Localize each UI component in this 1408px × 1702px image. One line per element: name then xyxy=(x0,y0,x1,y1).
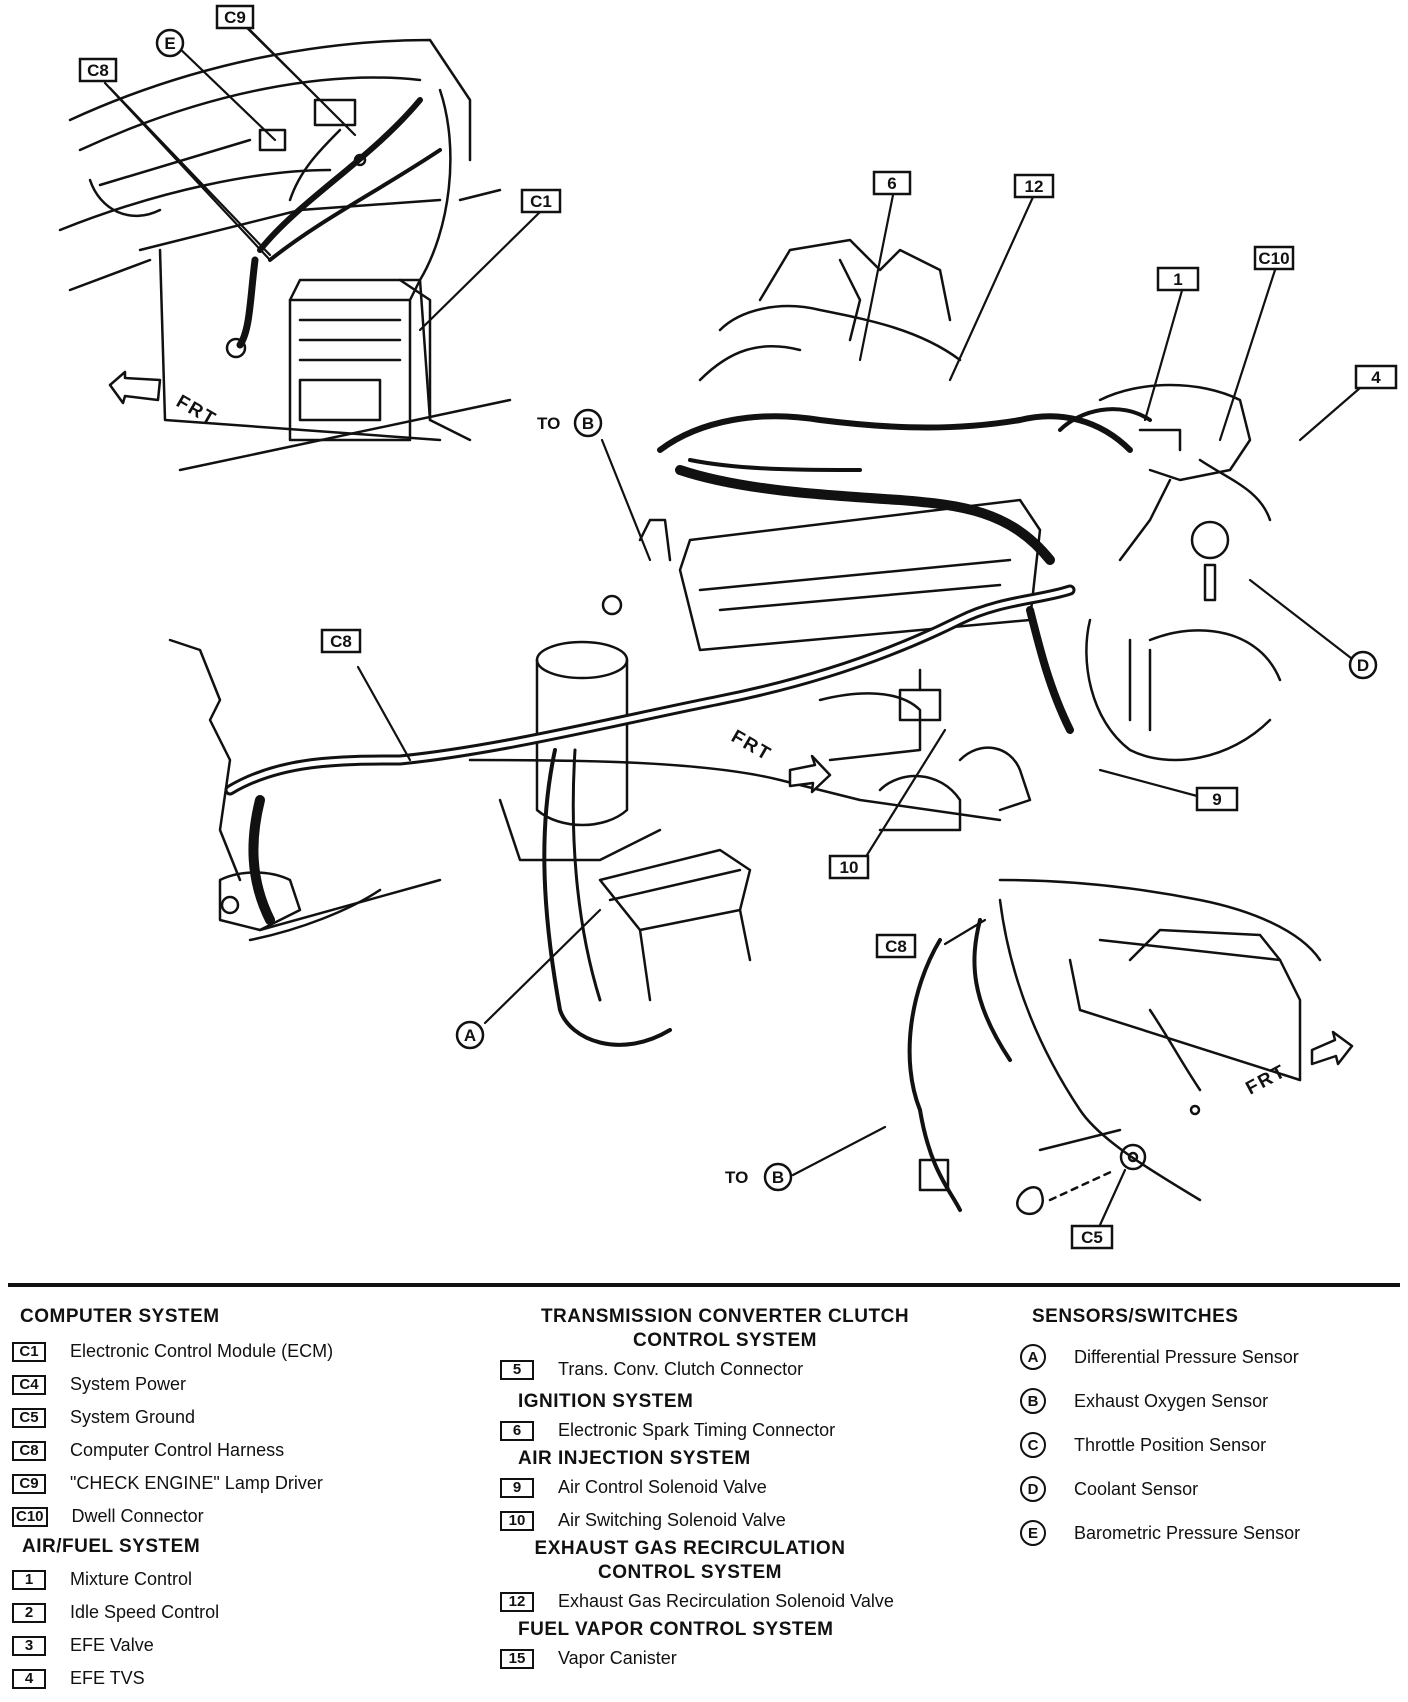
exhaust-inset-drawing xyxy=(907,878,1322,1216)
heading-sensors-switches: SENSORS/SWITCHES xyxy=(1032,1306,1239,1327)
heading-egr-system: EXHAUST GAS RECIRCULATION CONTROL SYSTEM xyxy=(534,1538,846,1583)
legend-divider xyxy=(8,1283,1400,1287)
svg-text:D: D xyxy=(1357,656,1369,675)
callout-c8-lower: C8 xyxy=(875,933,917,959)
svg-text:C8: C8 xyxy=(885,937,907,956)
legend-item-c9: C9"CHECK ENGINE" Lamp Driver xyxy=(12,1467,482,1500)
svg-text:A: A xyxy=(464,1026,476,1045)
callout-12: 12 xyxy=(1013,173,1055,199)
svg-text:B: B xyxy=(582,414,594,433)
callout-6: 6 xyxy=(872,170,912,196)
frt-arrow-icon xyxy=(788,754,832,794)
callout-to-b-lower: TO B xyxy=(725,1162,793,1192)
callout-4: 4 xyxy=(1354,364,1398,390)
ecm-inset-drawing xyxy=(58,38,512,472)
svg-text:C10: C10 xyxy=(1258,249,1289,268)
svg-text:B: B xyxy=(772,1168,784,1187)
frt-arrow-icon xyxy=(108,370,162,405)
callout-a: A xyxy=(455,1020,485,1050)
engine-wiring-diagram: C9 E C8 C1 6 12 1 C10 xyxy=(58,4,1398,1250)
svg-text:C5: C5 xyxy=(1081,1228,1103,1247)
svg-text:C1: C1 xyxy=(530,192,552,211)
svg-text:1: 1 xyxy=(1173,270,1182,289)
svg-text:4: 4 xyxy=(1371,368,1381,387)
callout-d: D xyxy=(1348,650,1378,680)
svg-text:TO: TO xyxy=(725,1168,748,1187)
heading-computer-system: COMPUTER SYSTEM xyxy=(20,1306,220,1327)
callout-c9: C9 xyxy=(215,4,255,30)
callout-to-b-upper: TO B xyxy=(537,408,603,438)
heading-fuel-vapor-system: FUEL VAPOR CONTROL SYSTEM xyxy=(518,1619,834,1640)
svg-text:9: 9 xyxy=(1212,790,1221,809)
frt-label: FRT xyxy=(173,391,221,431)
callout-c1: C1 xyxy=(520,188,562,214)
callout-10: 10 xyxy=(828,854,870,880)
frt-label: FRT xyxy=(728,726,776,766)
heading-air-fuel-system: AIR/FUEL SYSTEM xyxy=(22,1536,201,1557)
engine-drawing xyxy=(168,238,1282,1047)
svg-text:C9: C9 xyxy=(224,8,246,27)
callout-c10: C10 xyxy=(1253,245,1295,271)
callout-c5: C5 xyxy=(1070,1224,1114,1250)
svg-text:10: 10 xyxy=(840,858,859,877)
leader-lines xyxy=(103,22,1362,1227)
callout-c8-top: C8 xyxy=(78,57,118,83)
svg-text:TO: TO xyxy=(537,414,560,433)
heading-tcc-system: TRANSMISSION CONVERTER CLUTCH CONTROL SY… xyxy=(540,1306,910,1351)
callout-9: 9 xyxy=(1195,786,1239,812)
legend-column-middle: TRANSMISSION CONVERTER CLUTCH CONTROL SY… xyxy=(500,1305,1020,1675)
heading-ignition-system: IGNITION SYSTEM xyxy=(518,1391,694,1412)
svg-text:12: 12 xyxy=(1025,177,1044,196)
callout-e: E xyxy=(155,28,185,58)
callouts: C9 E C8 C1 6 12 1 C10 xyxy=(78,4,1398,1250)
svg-text:C8: C8 xyxy=(87,61,109,80)
svg-text:6: 6 xyxy=(887,174,896,193)
svg-text:E: E xyxy=(164,34,175,53)
frt-arrow-icon xyxy=(1310,1030,1354,1066)
heading-air-injection-system: AIR INJECTION SYSTEM xyxy=(518,1448,751,1469)
callout-c8-mid: C8 xyxy=(320,628,362,654)
svg-text:C8: C8 xyxy=(330,632,352,651)
frt-label: FRT xyxy=(1242,1061,1290,1100)
callout-1: 1 xyxy=(1156,266,1200,292)
